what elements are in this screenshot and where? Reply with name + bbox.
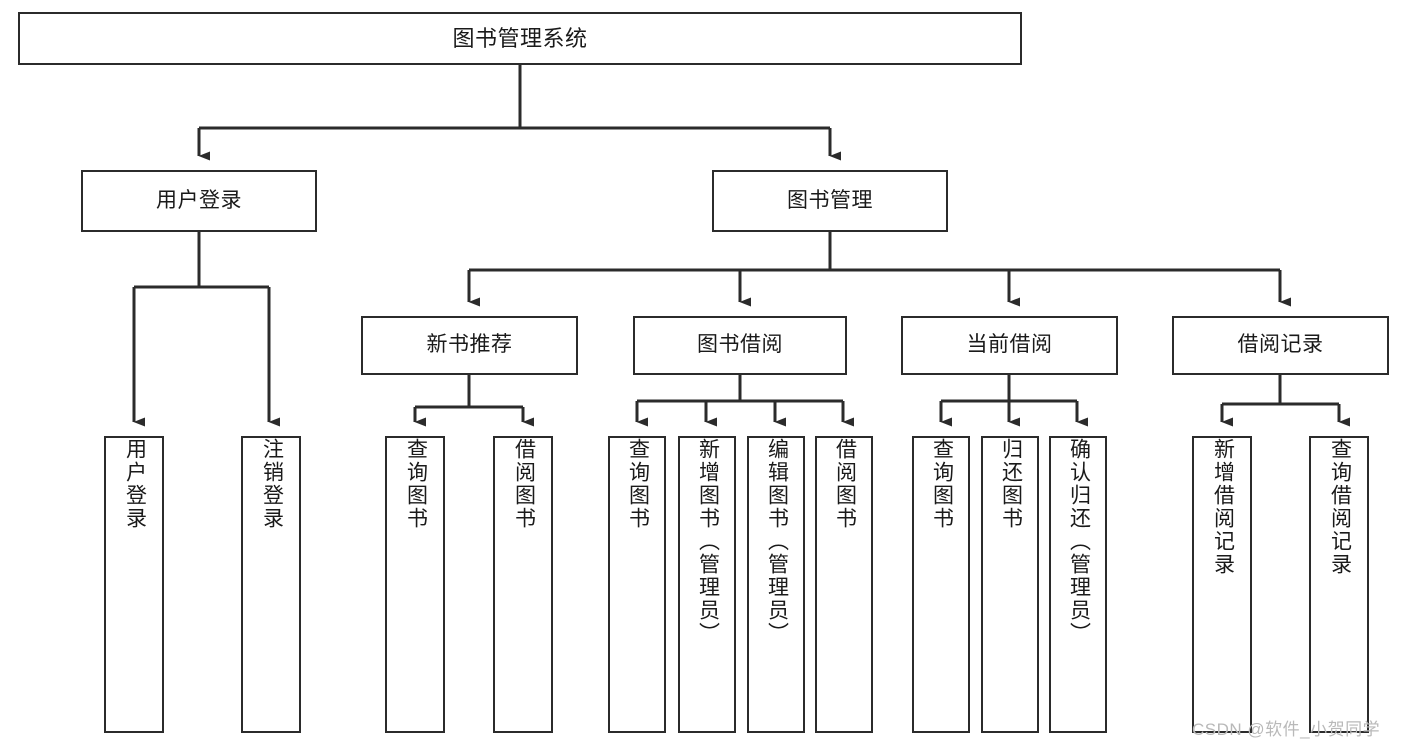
node-label: 借阅图书 [833, 438, 857, 530]
leaf-borrow-book-recommend[interactable]: 借阅图书 [493, 436, 553, 733]
node-label: 查询图书 [626, 438, 650, 530]
node-book-management[interactable]: 图书管理 [712, 170, 948, 232]
node-label: 图书借阅 [697, 333, 783, 357]
node-label: 查询借阅记录 [1328, 438, 1352, 576]
leaf-query-book-recommend[interactable]: 查询图书 [385, 436, 445, 733]
leaf-edit-book-admin[interactable]: 编辑图书（管理员） [747, 436, 805, 733]
node-label: 注销登录 [260, 438, 284, 530]
leaf-confirm-return-admin[interactable]: 确认归还（管理员） [1049, 436, 1107, 733]
node-user-login[interactable]: 用户登录 [81, 170, 317, 232]
node-label: 确认归还（管理员） [1067, 438, 1091, 645]
node-label: 图书管理系统 [452, 25, 588, 51]
leaf-user-login[interactable]: 用户登录 [104, 436, 164, 733]
node-label: 借阅记录 [1237, 333, 1324, 357]
node-label: 新增图书（管理员） [696, 438, 720, 645]
node-root-system[interactable]: 图书管理系统 [18, 12, 1022, 65]
node-label: 图书管理 [787, 188, 873, 212]
node-label: 用户登录 [156, 188, 242, 212]
node-new-book-recommend[interactable]: 新书推荐 [361, 316, 578, 375]
node-current-borrow[interactable]: 当前借阅 [901, 316, 1118, 375]
leaf-query-book-current[interactable]: 查询图书 [912, 436, 970, 733]
node-label: 查询图书 [404, 438, 428, 530]
node-label: 新书推荐 [426, 333, 513, 357]
node-label: 归还图书 [999, 438, 1023, 530]
leaf-return-book[interactable]: 归还图书 [981, 436, 1039, 733]
leaf-logout[interactable]: 注销登录 [241, 436, 301, 733]
node-label: 查询图书 [930, 438, 954, 530]
leaf-add-book-admin[interactable]: 新增图书（管理员） [678, 436, 736, 733]
leaf-query-book-borrow[interactable]: 查询图书 [608, 436, 666, 733]
node-label: 当前借阅 [966, 333, 1053, 357]
leaf-query-borrow-record[interactable]: 查询借阅记录 [1309, 436, 1369, 733]
node-book-borrow[interactable]: 图书借阅 [633, 316, 847, 375]
node-label: 用户登录 [123, 438, 147, 530]
node-borrow-record[interactable]: 借阅记录 [1172, 316, 1389, 375]
csdn-watermark: CSDN @软件_小贺同学 [1192, 720, 1381, 739]
node-label: 新增借阅记录 [1211, 438, 1235, 576]
node-label: 借阅图书 [512, 438, 536, 530]
leaf-add-borrow-record[interactable]: 新增借阅记录 [1192, 436, 1252, 733]
leaf-borrow-book[interactable]: 借阅图书 [815, 436, 873, 733]
node-label: 编辑图书（管理员） [765, 438, 789, 645]
